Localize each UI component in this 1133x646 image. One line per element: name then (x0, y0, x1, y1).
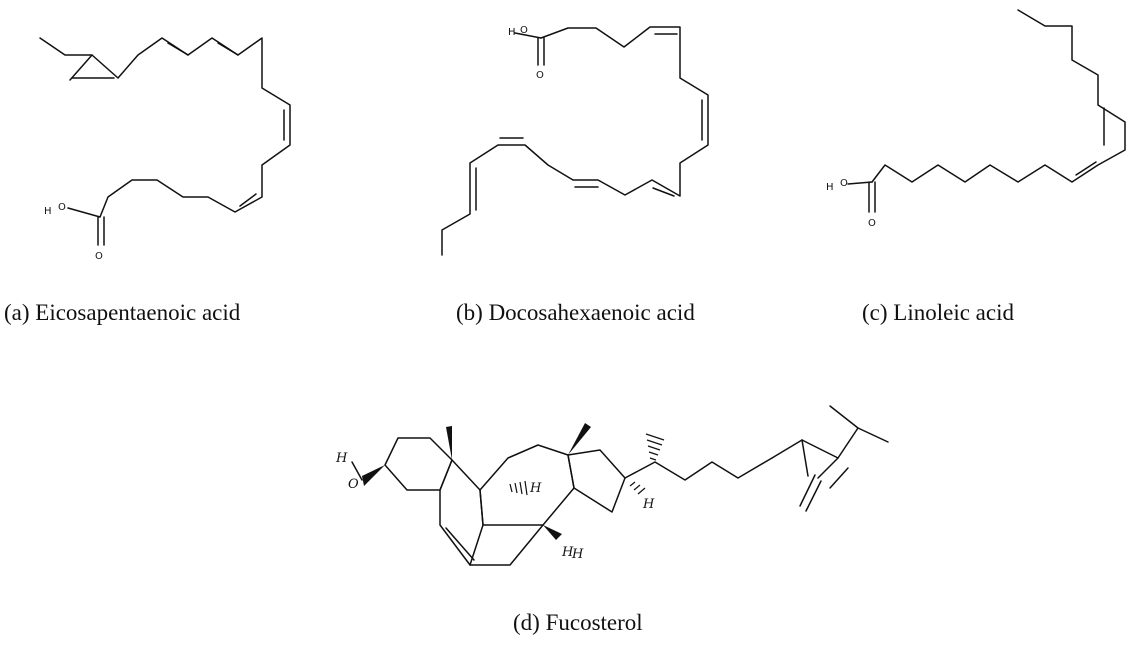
caption-linoleic-acid: (c) Linoleic acid (862, 300, 1014, 325)
fucosterol-h14-label-2: H (571, 547, 584, 562)
caption-eicosapentaenoic-acid: (a) Eicosapentaenoic acid (4, 300, 241, 325)
epa-hydroxyl-oxygen-label: O (58, 202, 66, 213)
caption-fucosterol: (d) Fucosterol (513, 610, 643, 635)
hashed-bonds (509, 433, 665, 496)
fucosterol-h17-label: H (642, 497, 655, 512)
dha-carbonyl-oxygen-label: O (536, 70, 544, 81)
oh-wedge (362, 465, 385, 486)
epa-hydrogen-label: H (44, 206, 52, 217)
fucosterol-hydroxyl-hydrogen-label: H (335, 451, 348, 466)
caption-docosahexaenoic-acid: (b) Docosahexaenoic acid (456, 300, 695, 325)
fucosterol-h9-label: H (529, 481, 542, 496)
linoleic-hydrogen-label: H (826, 182, 834, 193)
linoleic-hydroxyl-oxygen-label: O (840, 178, 848, 189)
c13-methyl-wedge (568, 423, 591, 455)
epa-carbonyl-oxygen-label: O (95, 251, 103, 262)
fucosterol-hydroxyl-oxygen-label: O (348, 477, 359, 492)
c14-wedge (543, 525, 562, 540)
epa-bonds (39, 37, 291, 246)
linoleic-carbonyl-oxygen-label: O (868, 218, 876, 229)
fucosterol-bonds (351, 405, 889, 566)
dha-hydroxyl-oxygen-label: O (520, 25, 528, 36)
dha-hydrogen-label: H (508, 27, 516, 38)
fucosterol-h14-label-1: H (561, 545, 574, 560)
c10-methyl-wedge (446, 426, 452, 460)
dha-bonds (441, 26, 709, 256)
linoleic-bonds (847, 9, 1126, 213)
